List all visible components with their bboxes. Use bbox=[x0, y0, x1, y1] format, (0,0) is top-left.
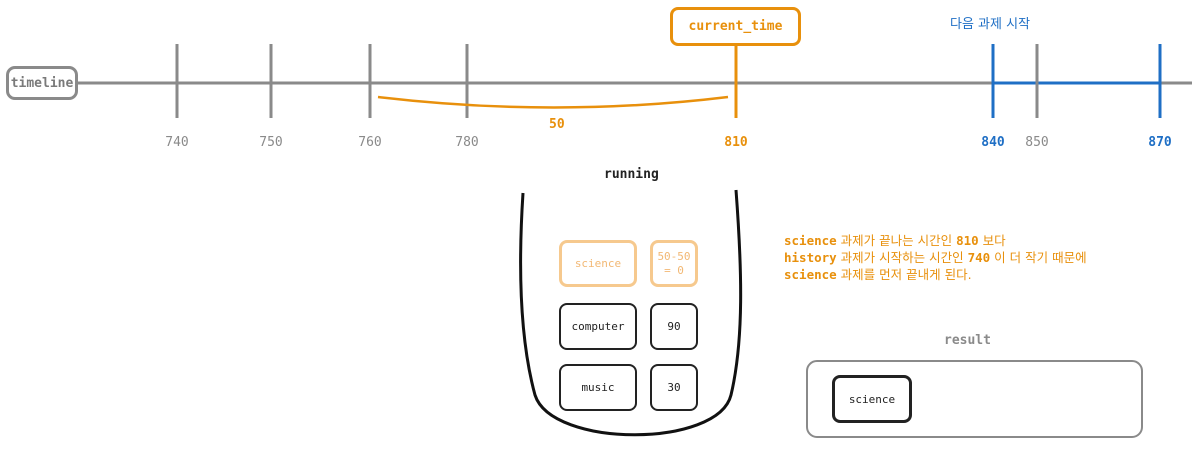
tick-label-870: 870 bbox=[1148, 135, 1172, 150]
result-label: result bbox=[944, 333, 991, 348]
task-name-science: science bbox=[559, 240, 637, 287]
task-remaining-music: 30 bbox=[650, 364, 698, 411]
running-label: running bbox=[604, 167, 659, 182]
explanation-text-segment: 과제가 끝나는 시간인 bbox=[836, 233, 957, 248]
explanation-keyword: 810 bbox=[956, 233, 979, 248]
explanation-keyword: 740 bbox=[967, 250, 991, 265]
next-task-start-label: 다음 과제 시작 bbox=[950, 17, 1031, 32]
explanation-line: history 과제가 시작하는 시간인 740 이 더 작기 때문에 bbox=[784, 249, 1087, 266]
tick-label-780: 780 bbox=[455, 135, 479, 150]
explanation-text-segment: 보다 bbox=[978, 233, 1006, 248]
explanation-line: science 과제가 끝나는 시간인 810 보다 bbox=[784, 232, 1087, 249]
gap-brace bbox=[377, 95, 729, 109]
task-remaining-computer: 90 bbox=[650, 303, 698, 350]
explanation-text-segment: 이 더 작기 때문에 bbox=[990, 250, 1087, 265]
explanation-keyword: history bbox=[784, 250, 837, 265]
explanation-keyword: science bbox=[784, 233, 837, 248]
result-item-science: science bbox=[832, 375, 912, 423]
tick-label-750: 750 bbox=[259, 135, 283, 150]
current-time-marker: current_time bbox=[670, 7, 801, 46]
tick-label-840: 840 bbox=[981, 135, 1005, 150]
explanation-text-segment: 과제를 먼저 끝내게 된다. bbox=[836, 267, 972, 282]
explanation-keyword: science bbox=[784, 267, 837, 282]
tick-label-810: 810 bbox=[724, 135, 748, 150]
tick-label-850: 850 bbox=[1025, 135, 1049, 150]
running-container bbox=[519, 189, 743, 437]
task-name-music: music bbox=[559, 364, 637, 411]
explanation-text-segment: 과제가 시작하는 시간인 bbox=[836, 250, 968, 265]
tick-label-740: 740 bbox=[165, 135, 189, 150]
gap-label: 50 bbox=[549, 117, 565, 132]
explanation-line: science 과제를 먼저 끝내게 된다. bbox=[784, 266, 1087, 283]
task-name-computer: computer bbox=[559, 303, 637, 350]
result-container: science bbox=[806, 360, 1143, 438]
tick-label-760: 760 bbox=[358, 135, 382, 150]
timeline-label: timeline bbox=[6, 66, 78, 100]
task-remaining-science: 50-50 = 0 bbox=[650, 240, 698, 287]
timeline-ticks bbox=[175, 44, 1162, 118]
